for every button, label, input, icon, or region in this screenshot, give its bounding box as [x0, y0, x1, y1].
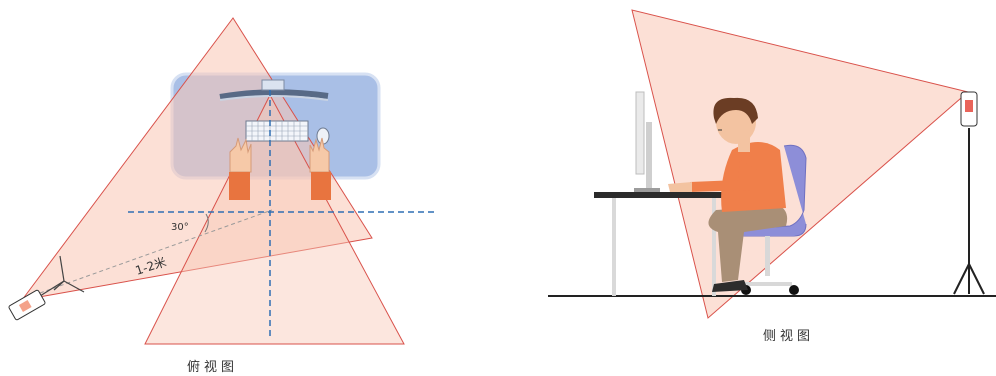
- tripod-icon: [39, 255, 85, 297]
- top-view-caption: 俯视图: [187, 360, 239, 375]
- monitor-icon: [634, 91, 660, 192]
- phone-icon: [960, 91, 978, 127]
- right-hand-icon: [309, 137, 331, 200]
- phone-icon: [8, 289, 46, 321]
- camera-view-cone-overhead: [144, 93, 405, 345]
- person-figure: [668, 97, 788, 292]
- angle-label: 30°: [171, 222, 189, 233]
- side-view-caption: 侧视图: [763, 329, 815, 344]
- side-view: [548, 9, 996, 319]
- top-view: 30° 1-2米: [8, 17, 438, 345]
- desk-icon: [594, 192, 742, 296]
- keyboard-icon: [245, 120, 309, 142]
- left-hand-icon: [229, 137, 252, 200]
- camera-axis-line: [39, 209, 273, 294]
- monitor-icon: [219, 79, 329, 101]
- angle-arc: [204, 213, 209, 233]
- tripod-icon: [953, 128, 985, 295]
